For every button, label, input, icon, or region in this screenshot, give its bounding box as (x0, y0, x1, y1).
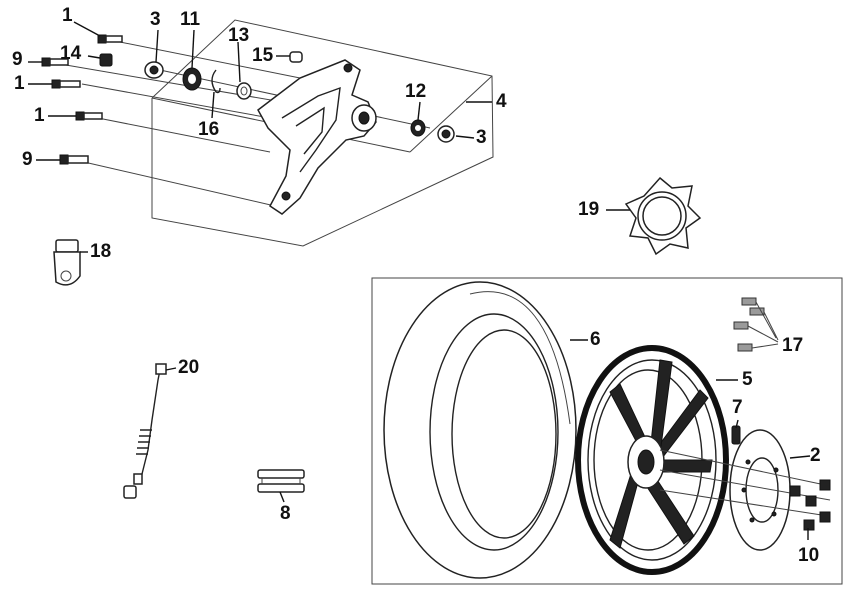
washer-13 (236, 82, 252, 100)
disc-bolts-10 (659, 449, 831, 531)
callout-leaders (28, 21, 811, 540)
callout-part-12: 12 (405, 81, 427, 102)
callout-part-13: 13 (228, 25, 250, 46)
sensor-ring-19 (624, 176, 702, 256)
callout-part-19: 19 (578, 199, 600, 220)
bolt-1-middle (51, 79, 81, 89)
callout-part-1-top: 1 (62, 5, 73, 26)
callout-part-17: 17 (782, 335, 804, 356)
callout-part-16: 16 (198, 119, 220, 140)
collar-3-right (437, 125, 455, 143)
tire-6 (383, 281, 577, 579)
spacer-15 (289, 51, 303, 63)
callout-part-2: 2 (810, 445, 821, 466)
bolts-17 (733, 297, 779, 352)
bracket-18 (53, 239, 81, 286)
bolt-1-top (97, 34, 123, 44)
cable-20 (123, 363, 167, 499)
callout-part-8: 8 (280, 503, 291, 524)
bolt-9-lower (59, 154, 89, 165)
callout-part-6: 6 (590, 329, 601, 350)
callout-part-15: 15 (252, 45, 274, 66)
circlip-16 (211, 69, 221, 94)
bearing-11 (182, 67, 202, 91)
brake-pads-8 (257, 469, 305, 493)
callout-part-7: 7 (732, 397, 743, 418)
bolt-1-lower (75, 111, 103, 121)
callout-part-10: 10 (798, 545, 820, 566)
valve-7 (731, 425, 741, 445)
callout-part-9-top: 9 (12, 49, 23, 70)
callout-part-11: 11 (180, 9, 201, 30)
swing-arm (257, 59, 377, 215)
callout-part-3-right: 3 (476, 127, 487, 148)
callout-part-9-lower: 9 (22, 149, 33, 170)
bearing-12 (410, 119, 426, 137)
callout-part-3-left: 3 (150, 9, 161, 30)
callout-part-20: 20 (178, 357, 200, 378)
callout-part-14: 14 (60, 43, 82, 64)
wheel-assembly-box (371, 277, 843, 585)
callout-part-4: 4 (496, 91, 507, 112)
callout-part-18: 18 (90, 241, 112, 262)
wheel-rim-5 (575, 345, 729, 575)
callout-part-1-middle: 1 (14, 73, 25, 94)
brake-disc-2 (729, 429, 791, 551)
nut-14 (99, 53, 113, 67)
callout-part-1-lower: 1 (34, 105, 45, 126)
callout-part-5: 5 (742, 369, 753, 390)
collar-3-left (144, 61, 164, 79)
